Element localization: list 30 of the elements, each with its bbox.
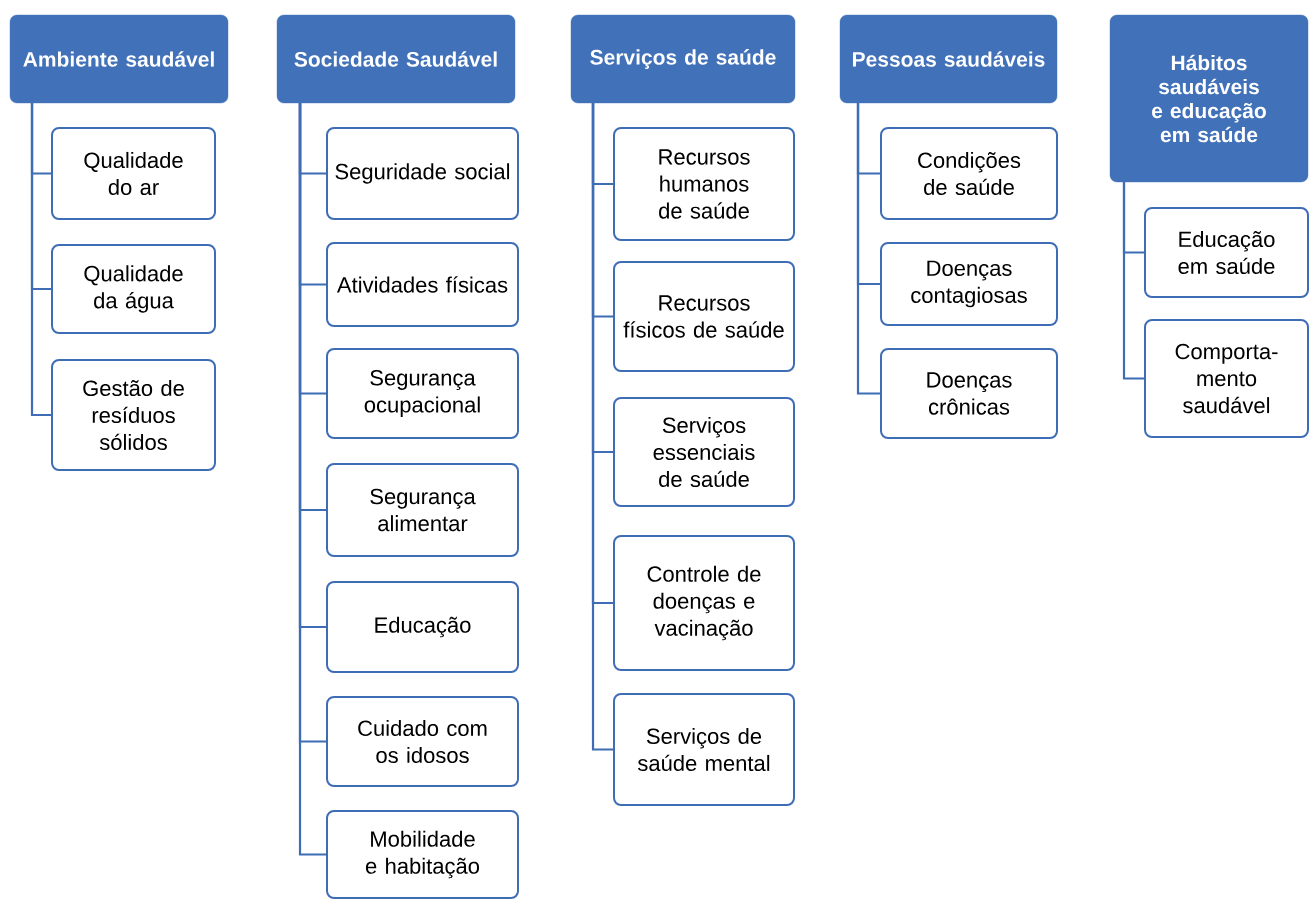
topic-box: Atividades físicas [326,242,519,327]
topic-box: Seguridade social [326,127,519,220]
topic-box: Controle de doenças e vacinação [613,535,795,671]
topic-box: Recursos físicos de saúde [613,261,795,372]
category-header-box: Serviços de saúde [570,14,796,104]
topic-box: Gestão de resíduos sólidos [51,359,216,471]
topic-box: Qualidade da água [51,244,216,334]
topic-box: Educação [326,581,519,673]
topic-box: Comporta- mento saudável [1144,319,1309,438]
topic-box: Condições de saúde [880,127,1058,220]
topic-box: Serviços de saúde mental [613,693,795,806]
connector-line [591,103,613,751]
topic-box: Educação em saúde [1144,207,1309,298]
topic-box: Doenças crônicas [880,348,1058,439]
topic-box: Doenças contagiosas [880,242,1058,326]
category-header-box: Ambiente saudável [9,14,229,104]
topic-box: Mobilidade e habitação [326,810,519,899]
category-header-box: Sociedade Saudável [276,14,516,104]
topic-box: Cuidado com os idosos [326,696,519,787]
category-header-box: Hábitos saudáveis e educação em saúde [1109,14,1309,183]
connector-line [30,103,51,417]
category-header-box: Pessoas saudáveis [839,14,1058,104]
topic-box: Recursos humanos de saúde [613,127,795,241]
connector-line [856,103,880,395]
topic-box: Qualidade do ar [51,127,216,220]
topic-box: Segurança ocupacional [326,348,519,439]
topic-box: Segurança alimentar [326,463,519,557]
topic-box: Serviços essenciais de saúde [613,397,795,507]
connector-line [298,103,326,856]
connector-line [1122,182,1144,380]
